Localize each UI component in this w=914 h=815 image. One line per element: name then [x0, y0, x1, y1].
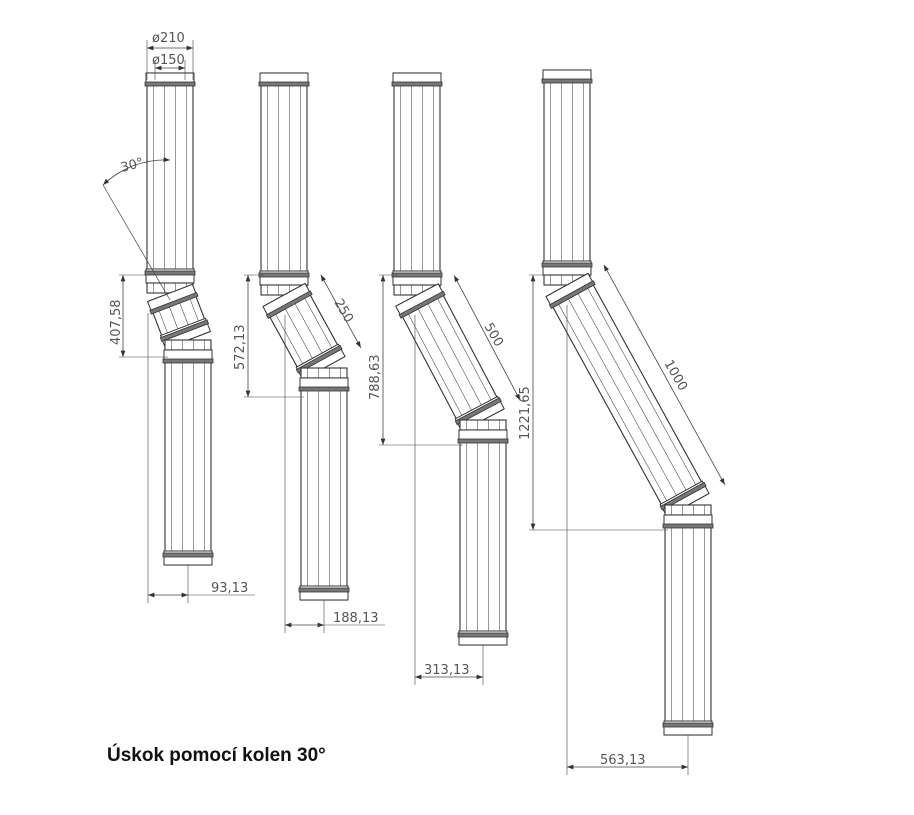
collar-band — [258, 272, 310, 278]
top-pipe-4 — [541, 69, 593, 276]
collar-band — [258, 81, 310, 87]
segment-length-label-2: 250 — [331, 297, 356, 326]
collar-band — [298, 386, 350, 392]
inner-diameter-label: ø150 — [152, 53, 185, 68]
lower-elbow-1 — [164, 339, 212, 351]
outer-diameter-label: ø210 — [152, 31, 185, 46]
drawing-title: Úskok pomocí kolen 30° — [107, 745, 326, 766]
lower-elbow-4 — [664, 504, 712, 516]
collar-band — [541, 262, 593, 268]
collar-band — [457, 438, 509, 444]
collar-band — [265, 290, 313, 319]
collar-band — [391, 272, 443, 278]
offset-label-3: 313,13 — [424, 663, 470, 678]
pipe-body — [164, 349, 212, 566]
height-label-3: 788,63 — [368, 355, 383, 401]
offset-label-1: 93,13 — [211, 581, 248, 596]
collar-band — [144, 81, 196, 87]
pipe-body — [260, 72, 308, 286]
pipe-body — [664, 514, 712, 736]
offset-segment-3 — [395, 283, 505, 432]
bottom-pipe-4 — [662, 514, 714, 736]
collar-band — [162, 358, 214, 364]
collar-band — [398, 290, 446, 319]
pipe-body — [546, 273, 709, 517]
lower-elbow-2 — [300, 367, 348, 379]
pipe-body — [146, 72, 194, 284]
collar-band — [662, 722, 714, 728]
pipe-body — [459, 429, 507, 646]
pipe-body — [393, 72, 441, 286]
lower-elbow-3 — [459, 419, 507, 431]
top-pipe-2 — [258, 72, 310, 286]
offset-segment-1 — [146, 283, 212, 350]
top-pipe-3 — [391, 72, 443, 286]
height-label-1: 407,58 — [109, 300, 124, 346]
pipe-line — [571, 282, 694, 503]
bottom-pipe-1 — [162, 349, 214, 566]
top-pipe-1 — [144, 72, 196, 284]
pipe-body — [664, 504, 712, 516]
segment-length-label-3: 500 — [481, 321, 506, 350]
bottom-pipe-3 — [457, 429, 509, 646]
segment-length-dimension-4 — [603, 264, 726, 485]
segment-length-dimension-2 — [320, 274, 362, 349]
angle-dimension-arc — [102, 157, 171, 186]
offset-label-4: 563,13 — [600, 753, 646, 768]
height-label-2: 572,13 — [233, 325, 248, 371]
collar-band — [162, 552, 214, 558]
collar-band — [298, 587, 350, 593]
pipe-line — [402, 302, 469, 428]
pipe-body — [300, 367, 348, 379]
collar-band — [541, 78, 593, 84]
pipe-body — [164, 339, 212, 351]
collar-band — [391, 81, 443, 87]
offset-segment-2 — [262, 282, 346, 381]
collar-band — [159, 319, 210, 342]
collar-band — [144, 270, 196, 276]
offset-segment-4 — [545, 272, 710, 518]
collar-band — [548, 280, 596, 309]
pipe-body — [543, 69, 591, 276]
height-label-4: 1221,65 — [518, 386, 533, 440]
offset-label-2: 188,13 — [333, 611, 379, 626]
collar-band — [457, 632, 509, 638]
angle-label: 30° — [119, 155, 145, 175]
collar-band — [149, 291, 199, 315]
bottom-pipe-2 — [298, 377, 350, 601]
collar-band — [662, 523, 714, 529]
pipe-line — [411, 297, 479, 423]
segment-length-dimension-3 — [453, 275, 521, 401]
angle-reference-line — [102, 184, 171, 301]
pipe-body — [300, 377, 348, 601]
pipe-body — [459, 419, 507, 431]
pipe-line — [561, 287, 684, 508]
